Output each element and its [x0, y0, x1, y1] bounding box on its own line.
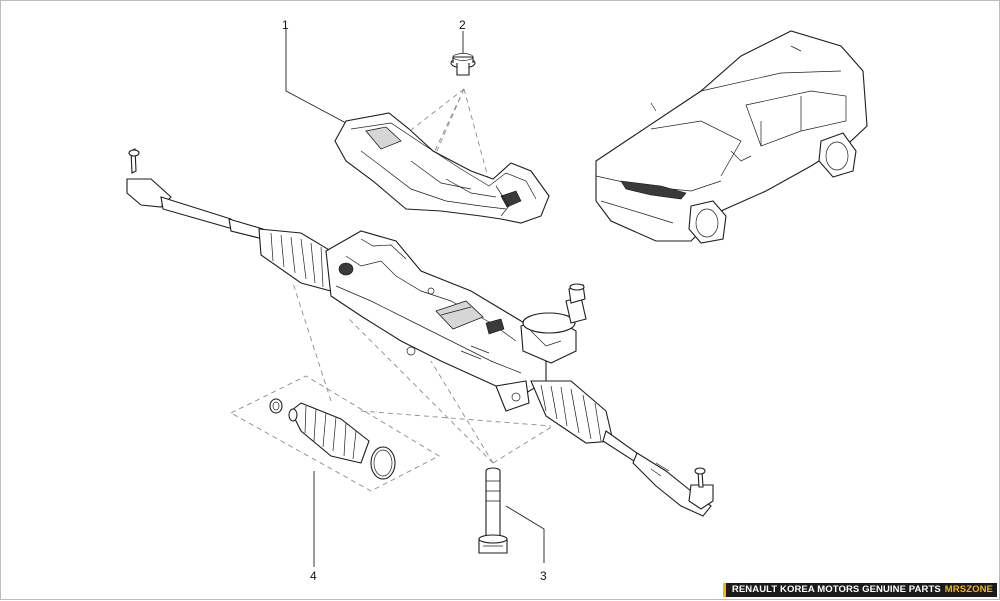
boot-kit-icon [269, 398, 396, 480]
leader-lines [285, 29, 545, 567]
assembly-lines [230, 88, 554, 492]
callout-1: 1 [282, 18, 289, 32]
mounting-bolt-icon [478, 467, 508, 554]
steering-rack-icon [126, 148, 714, 517]
flange-bolt-icon [450, 53, 476, 76]
footer-banner: RENAULT KOREA MOTORS GENUINE PARTS MRSZO… [722, 583, 997, 597]
heat-shield-icon [334, 112, 550, 224]
vehicle-locator-icon [595, 30, 868, 244]
callout-4: 4 [310, 569, 317, 583]
footer-label: RENAULT KOREA MOTORS GENUINE PARTS [731, 584, 941, 595]
callout-3: 3 [540, 569, 547, 583]
footer-brand: MRSZONE [944, 584, 993, 595]
callout-2: 2 [459, 18, 466, 32]
